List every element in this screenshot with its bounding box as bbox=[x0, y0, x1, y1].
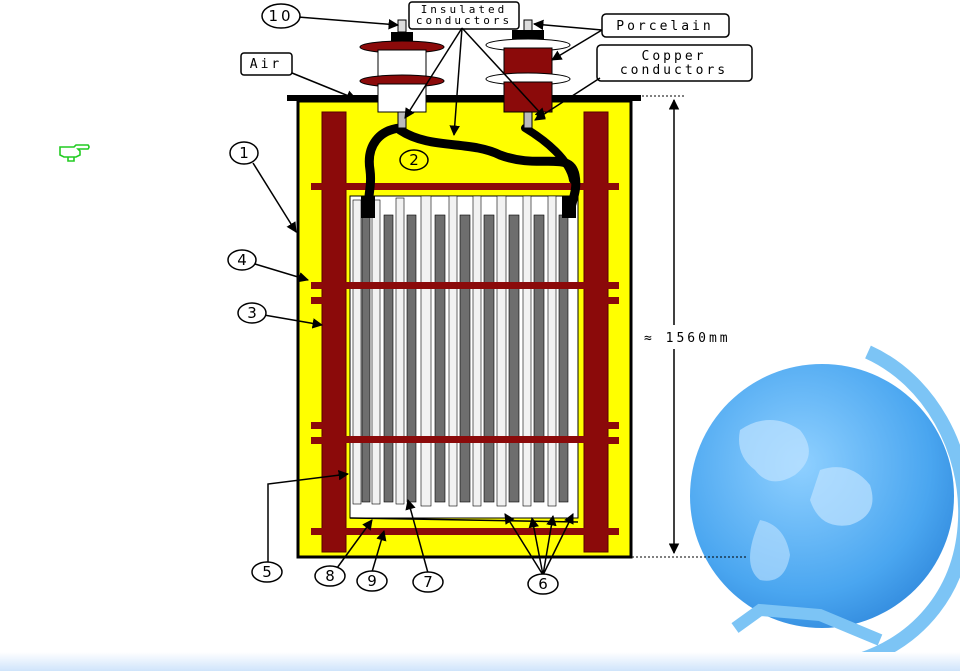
footer-gradient-bar bbox=[0, 652, 960, 671]
cable-end-left bbox=[361, 196, 375, 218]
svg-text:Copper: Copper bbox=[642, 49, 707, 64]
svg-text:1: 1 bbox=[239, 144, 249, 162]
label-porcelain: Porcelain bbox=[601, 13, 730, 38]
svg-text:conductors: conductors bbox=[620, 63, 728, 78]
label-insulated-conductors: Insulated conductors bbox=[408, 1, 520, 30]
leader-arrows bbox=[252, 16, 603, 576]
svg-text:5: 5 bbox=[262, 563, 272, 581]
callout-4: 4 bbox=[227, 249, 257, 271]
callout-8: 8 bbox=[314, 565, 346, 587]
callout-7: 7 bbox=[412, 571, 444, 593]
frame-pillar-left bbox=[321, 111, 347, 553]
svg-text:9: 9 bbox=[367, 572, 377, 590]
svg-text:10: 10 bbox=[268, 7, 293, 25]
electrode-plates bbox=[349, 195, 579, 519]
svg-text:4: 4 bbox=[237, 251, 247, 269]
callout-5: 5 bbox=[251, 561, 283, 583]
svg-text:conductors: conductors bbox=[416, 14, 512, 27]
height-dimension: ≈ 1560mm bbox=[618, 95, 748, 558]
frame-pillar-right bbox=[583, 111, 609, 553]
svg-text:2: 2 bbox=[409, 151, 419, 169]
svg-text:Porcelain: Porcelain bbox=[616, 19, 713, 34]
frame-stubs bbox=[311, 183, 619, 535]
tank-lid bbox=[287, 95, 641, 101]
svg-text:Insulated: Insulated bbox=[421, 3, 508, 16]
callout-9: 9 bbox=[356, 570, 388, 592]
callout-6: 6 bbox=[527, 573, 559, 595]
svg-text:6: 6 bbox=[538, 575, 548, 593]
pointing-hand-icon bbox=[59, 144, 90, 162]
svg-text:Air: Air bbox=[250, 57, 282, 72]
svg-text:3: 3 bbox=[247, 304, 257, 322]
dimension-label: ≈ 1560mm bbox=[644, 331, 731, 346]
svg-text:7: 7 bbox=[423, 573, 433, 591]
svg-text:8: 8 bbox=[325, 567, 335, 585]
callout-3: 3 bbox=[237, 302, 267, 324]
cable-end-right bbox=[562, 196, 576, 218]
frame-cross-bars bbox=[322, 183, 608, 535]
callout-2: 2 bbox=[399, 149, 429, 171]
label-air: Air bbox=[240, 52, 293, 76]
bushing-left bbox=[359, 19, 445, 129]
label-copper-conductors: Copper conductors bbox=[596, 44, 753, 82]
bushing-right bbox=[485, 19, 571, 129]
callout-10: 10 bbox=[261, 3, 301, 29]
callout-1: 1 bbox=[229, 141, 259, 165]
globe-icon bbox=[690, 345, 960, 671]
plate-base-line bbox=[349, 517, 579, 523]
